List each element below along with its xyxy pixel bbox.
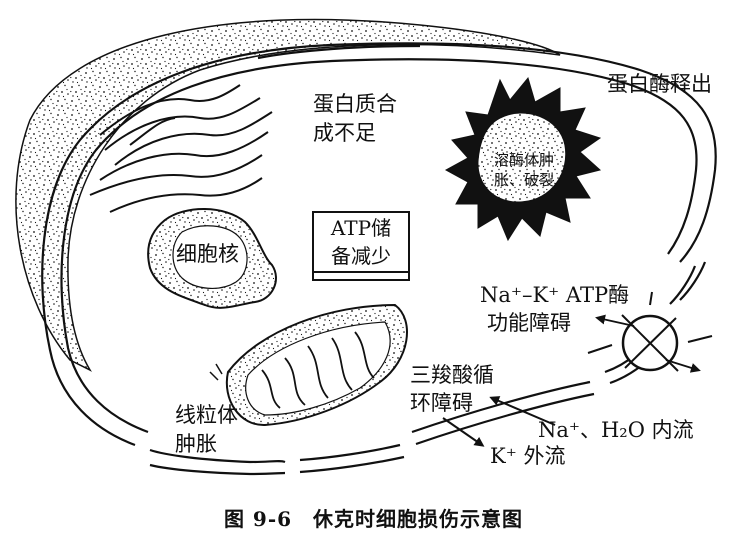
label-influx: Na⁺、H₂O 内流 (538, 418, 694, 442)
endoplasmic-reticulum (89, 84, 273, 213)
label-lysosome-1: 溶酶体肿 (494, 151, 555, 169)
label-protein-1: 蛋白质合 (313, 92, 397, 116)
label-pump-2: 功能障碍 (487, 311, 571, 335)
label-nucleus: 细胞核 (176, 242, 239, 266)
cell-outer-crescent (15, 18, 561, 372)
label-mito-2: 肿胀 (175, 432, 217, 456)
influx-arrow (489, 396, 556, 426)
label-tca-2: 环障碍 (410, 391, 473, 415)
efflux-arrow (442, 417, 485, 447)
atp-box: ATP储 备减少 (312, 211, 410, 281)
label-efflux: K⁺ 外流 (490, 444, 566, 468)
membrane-seg (149, 448, 286, 464)
na-k-pump (587, 291, 713, 373)
cell-membrane-outer (41, 42, 717, 447)
cell-membrane-inner (60, 58, 698, 434)
label-protein-2: 成不足 (313, 121, 376, 145)
label-pump-1: Na⁺–K⁺ ATP酶 (480, 283, 630, 307)
label-atp-1: ATP储 (330, 216, 392, 240)
label-lysosome-2: 胀、破裂 (494, 171, 555, 189)
label-tca-1: 三羧酸循 (410, 363, 494, 387)
lysosome-core (477, 112, 567, 203)
label-enzyme-release: 蛋白酶释出 (607, 72, 712, 96)
membrane-seg (299, 443, 401, 462)
label-mito-1: 线粒体 (175, 403, 238, 427)
figure-caption: 图 9-6 休克时细胞损伤示意图 (223, 507, 524, 531)
atp-box-rule (314, 271, 408, 273)
label-atp-2: 备减少 (331, 244, 391, 268)
membrane-seg (679, 261, 707, 301)
mitochondrion-cristae (261, 331, 375, 409)
